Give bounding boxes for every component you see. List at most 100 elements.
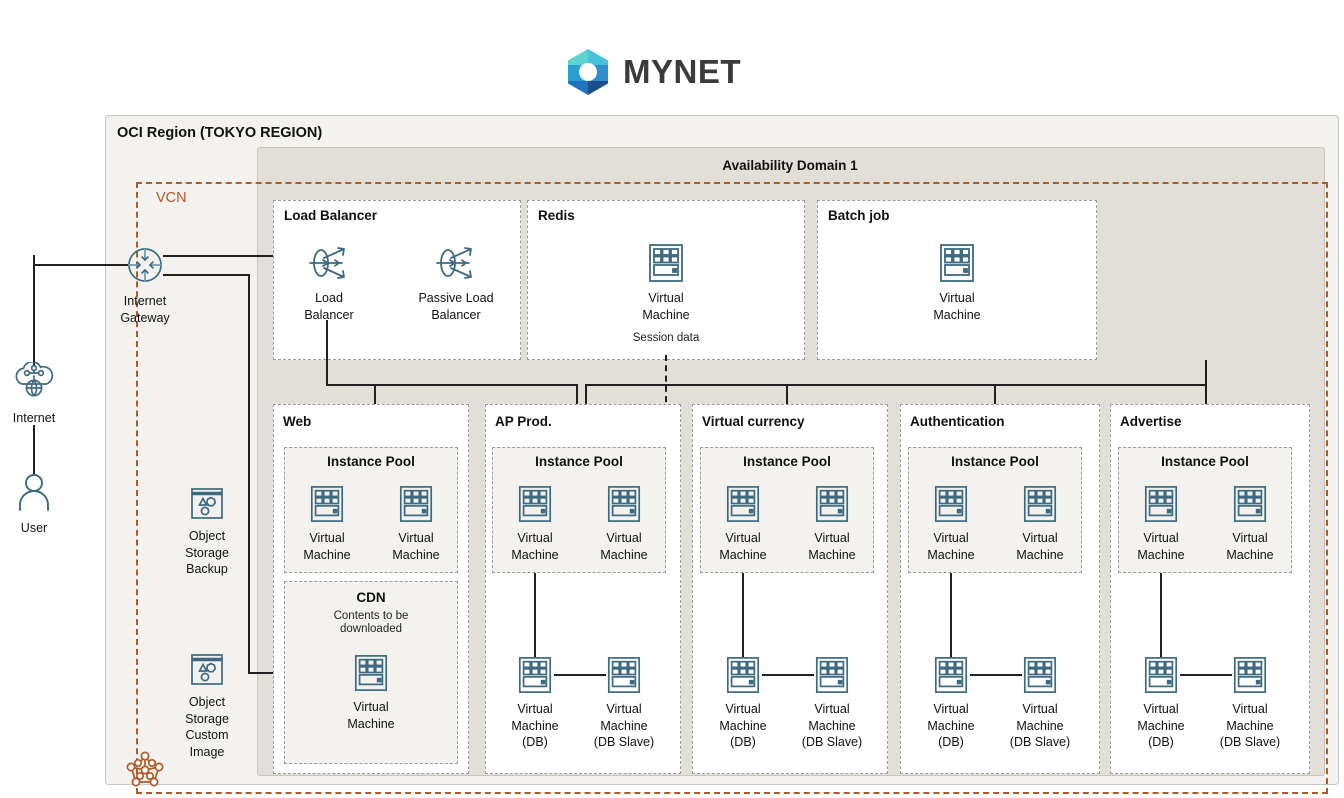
- virtual-currency-db-slave: Virtual Machine (DB Slave): [794, 655, 870, 750]
- advertise-vm-1-line1: Virtual: [1143, 531, 1179, 545]
- redis-session-note: Session data: [632, 332, 700, 344]
- virtual-currency-instance-pool-label: Instance Pool: [743, 454, 831, 469]
- region-title: OCI Region (TOKYO REGION): [117, 125, 323, 141]
- web-vm-1-line1: Virtual: [309, 531, 345, 545]
- redis-vm-label-line1: Virtual: [648, 291, 684, 305]
- advertise-db-slave-line3: (DB Slave): [1219, 735, 1281, 749]
- virtual-machine-icon: [497, 484, 573, 529]
- ap-prod-vm-1-line2: Machine: [511, 547, 559, 562]
- advertise-db-line3: (DB): [1148, 735, 1174, 749]
- virtual-machine-icon: [586, 655, 662, 700]
- virtual-currency-vm-2-line1: Virtual: [814, 531, 850, 545]
- bus-left: [326, 384, 578, 386]
- object-storage-backup-line2: Storage: [185, 545, 229, 560]
- virtual-machine-icon: [497, 655, 573, 700]
- cdn-note-line1: Contents to be: [333, 610, 409, 622]
- virtual-machine-icon: [1002, 484, 1078, 529]
- object-storage-custom-line4: Image: [189, 744, 225, 759]
- object-storage-backup-node: Object Storage Backup: [161, 484, 253, 577]
- virtual-currency-instance-pool: [700, 447, 874, 573]
- load-balancer-label-line2: Balancer: [304, 307, 354, 322]
- authentication-instance-pool: [908, 447, 1082, 573]
- authentication-vm-1-line1: Virtual: [933, 531, 969, 545]
- connector-internet-to-igw: [33, 264, 129, 266]
- group-redis: [527, 200, 805, 360]
- authentication-db-slave-line2: Machine: [1016, 718, 1064, 733]
- column-advertise-title: Advertise: [1120, 414, 1182, 429]
- advertise-db: Virtual Machine (DB): [1123, 655, 1199, 750]
- ap-prod-vm-1-line1: Virtual: [517, 531, 553, 545]
- connector-igw-to-lb: [163, 255, 303, 257]
- availability-domain-title: Availability Domain 1: [722, 158, 858, 173]
- authentication-db-slave: Virtual Machine (DB Slave): [1002, 655, 1078, 750]
- ap-prod-vm-2-line2: Machine: [600, 547, 648, 562]
- virtual-currency-vm-1-line2: Machine: [719, 547, 767, 562]
- connector-virtual-currency-db-to-slave: [762, 674, 814, 676]
- cdn-vm: Virtual Machine: [333, 653, 409, 731]
- load-balancer-node: Load Balancer: [283, 242, 375, 322]
- passive-load-balancer-node: Passive Load Balancer: [406, 242, 506, 322]
- advertise-instance-pool: [1118, 447, 1292, 573]
- passive-load-balancer-label-line1: Passive Load: [418, 291, 494, 305]
- authentication-vm-1-line2: Machine: [927, 547, 975, 562]
- object-storage-custom-line1: Object: [188, 695, 226, 709]
- virtual-currency-db-line2: Machine: [719, 718, 767, 733]
- ap-prod-db-line1: Virtual: [517, 702, 553, 716]
- load-balancer-icon: [283, 242, 375, 289]
- object-storage-custom-image-node: Object Storage Custom Image: [161, 650, 253, 759]
- connector-ap-prod-db-to-slave: [554, 674, 606, 676]
- virtual-machine-icon: [1123, 655, 1199, 700]
- advertise-db-slave: Virtual Machine (DB Slave): [1212, 655, 1288, 750]
- authentication-instance-pool-label: Instance Pool: [951, 454, 1039, 469]
- virtual-machine-icon: [1212, 655, 1288, 700]
- virtual-machine-icon: [289, 484, 365, 529]
- web-vm-2-line1: Virtual: [398, 531, 434, 545]
- virtual-currency-vm-2: Virtual Machine: [794, 484, 870, 562]
- virtual-machine-icon: [705, 484, 781, 529]
- load-balancer-label-line1: Load: [315, 291, 343, 305]
- batch-job-vm-node: Virtual Machine: [911, 242, 1003, 322]
- cdn-vm-line1: Virtual: [353, 700, 389, 714]
- connector-advertise-db-to-slave: [1180, 674, 1232, 676]
- group-load-balancer-title: Load Balancer: [284, 208, 378, 223]
- authentication-db: Virtual Machine (DB): [913, 655, 989, 750]
- ap-prod-db-slave-line1: Virtual: [606, 702, 642, 716]
- web-vm-1-line2: Machine: [303, 547, 351, 562]
- advertise-vm-2: Virtual Machine: [1212, 484, 1288, 562]
- connector-igw-to-cdn-h1: [163, 274, 250, 276]
- connector-igw-internet: [33, 255, 35, 365]
- virtual-machine-icon: [1002, 655, 1078, 700]
- ap-prod-vm-2: Virtual Machine: [586, 484, 662, 562]
- authentication-vm-1: Virtual Machine: [913, 484, 989, 562]
- internet-label: Internet: [12, 411, 56, 425]
- redis-vm-label-line2: Machine: [642, 307, 690, 322]
- virtual-machine-icon: [911, 242, 1003, 289]
- ap-prod-instance-pool: [492, 447, 666, 573]
- virtual-machine-icon: [1123, 484, 1199, 529]
- group-load-balancer: [273, 200, 521, 360]
- virtual-machine-icon: [333, 653, 409, 698]
- virtual-machine-icon: [586, 484, 662, 529]
- ap-prod-instance-pool-label: Instance Pool: [535, 454, 623, 469]
- column-authentication-title: Authentication: [910, 414, 1005, 429]
- authentication-vm-2: Virtual Machine: [1002, 484, 1078, 562]
- virtual-machine-icon: [620, 242, 712, 289]
- internet-gateway-node: Internet Gateway: [99, 243, 191, 325]
- group-batch-job-title: Batch job: [828, 208, 890, 223]
- bus-right: [585, 384, 1207, 386]
- connector-igw-to-cdn-v: [248, 274, 250, 674]
- advertise-vm-1: Virtual Machine: [1123, 484, 1199, 562]
- advertise-vm-1-line2: Machine: [1137, 547, 1185, 562]
- ap-prod-db-line3: (DB): [522, 735, 548, 749]
- batch-job-vm-label-line2: Machine: [933, 307, 981, 322]
- ap-prod-db: Virtual Machine (DB): [497, 655, 573, 750]
- mynet-donut-logo-icon: [565, 49, 611, 95]
- vcn-label: VCN: [156, 190, 187, 206]
- internet-node: Internet: [0, 360, 80, 426]
- virtual-machine-icon: [794, 655, 870, 700]
- vcn-mesh-icon: [121, 748, 169, 797]
- ap-prod-vm-1: Virtual Machine: [497, 484, 573, 562]
- internet-gateway-icon: [99, 243, 191, 292]
- authentication-vm-2-line1: Virtual: [1022, 531, 1058, 545]
- virtual-machine-icon: [705, 655, 781, 700]
